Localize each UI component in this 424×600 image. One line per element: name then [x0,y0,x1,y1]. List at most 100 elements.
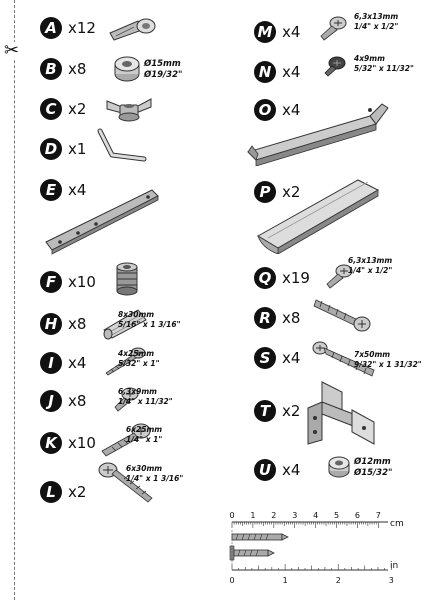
part-quantity: x4 [282,101,301,119]
part-quantity: x1 [68,140,87,158]
part-m: M x4 6,3x13mm 1/4" x 1/2" [254,12,414,48]
wood-screw-icon [105,347,146,376]
dimension-metric: 6x25mm [126,425,163,434]
part-quantity: x4 [282,63,301,81]
in-tick-label: 1 [283,576,288,585]
part-quantity: x8 [282,309,301,327]
dimension-metric: 6,3x13mm [348,256,393,265]
unit-in: in [390,561,398,571]
dimension-imperial: 5/32" x 1" [118,359,160,368]
part-letter: D [40,138,62,160]
part-letter: Q [254,267,276,289]
part-letter: S [254,347,276,369]
wall-plug-screw-icon [313,299,371,332]
dimension-metric: 6,3x13mm [354,12,399,21]
part-l: L x2 6x30mm 1/4" x 1 3/16" [40,462,240,508]
connector-bolt-icon [101,423,151,457]
cm-tick-label: 0 [230,511,235,520]
part-letter: F [40,271,62,293]
small-screw-icon [324,56,346,77]
part-letter: L [40,481,62,503]
part-letter: T [254,400,276,422]
part-quantity: x19 [282,269,310,287]
part-d: D x1 [40,128,190,165]
part-letter: K [40,432,62,454]
part-b: B x8 Ø15mm Ø19/32" [40,55,210,85]
part-letter: B [40,58,62,80]
part-letter: U [254,459,276,481]
cm-tick-label: 7 [376,511,381,520]
handle-profile-icon [257,179,380,254]
long-connector-bolt-icon [98,462,153,503]
part-quantity: x4 [282,23,301,41]
part-j: J x8 6,3x9mm 1/4" x 11/32" [40,387,240,417]
part-letter: P [254,181,276,203]
part-quantity: x4 [282,461,301,479]
cut-line [14,0,15,600]
cm-tick-label: 2 [271,511,276,520]
pan-head-screw-icon [326,264,353,289]
dimension-metric: 4x9mm [354,54,385,63]
wing-nut-icon [106,98,152,122]
part-quantity: x4 [282,349,301,367]
dimension-imperial: 1/4" x 1/2" [348,266,393,275]
dimension-metric: Ø15mm [144,59,181,69]
dimension-imperial: Ø19/32" [144,70,183,80]
part-quantity: x4 [68,354,87,372]
dimension-imperial: 1/4" x 1 3/16" [126,474,184,483]
dimension-imperial: 1/4" x 1" [126,435,163,444]
in-tick-label: 2 [336,576,341,585]
short-screw-icon [114,387,139,412]
wooden-dowel-icon [103,309,147,340]
part-quantity: x2 [282,183,301,201]
part-letter: N [254,61,276,83]
cm-tick-label: 3 [292,511,297,520]
cam-lock-nut-icon [114,56,140,82]
part-i: I x4 4x25mm 5/32" x 1" [40,347,240,379]
dimension-imperial: 5/32" x 11/32" [354,64,414,73]
in-tick-label: 3 [389,576,394,585]
dimension-metric: 6,3x9mm [118,387,157,396]
dimension-imperial: Ø15/32" [354,468,393,478]
part-quantity: x12 [68,19,96,37]
part-quantity: x2 [282,402,301,420]
metal-bracket-icon [247,103,389,166]
long-screw-icon [312,341,375,377]
connecting-rod-icon [45,189,159,255]
scissors-icon: ✂ [4,40,20,61]
dimension-imperial: 1/4" x 1/2" [354,22,399,31]
part-letter: R [254,307,276,329]
dimension-imperial: 9/32" x 1 31/32" [354,360,422,369]
dimension-metric: Ø12mm [354,457,391,467]
part-letter: I [40,352,62,374]
pan-head-screw-icon [320,16,347,41]
part-a: A x12 [40,14,190,44]
angle-bracket-icon [307,381,375,445]
part-f: F x10 [40,262,190,298]
part-letter: C [40,98,62,120]
part-h: H x8 8x30mm 5/16" x 1 3/16" [40,309,240,340]
in-tick-label: 0 [230,576,235,585]
part-q: Q x19 6,3x13mm 1/4" x 1/2" [254,256,414,294]
part-n: N x4 4x9mm 5/32" x 11/32" [254,54,414,88]
part-quantity: x2 [68,483,87,501]
part-k: K x10 6x25mm 1/4" x 1" [40,423,240,459]
ruler-screw-long-icon [231,533,289,541]
part-letter: E [40,179,62,201]
dimension-imperial: 5/16" x 1 3/16" [118,320,181,329]
allen-key-icon [97,128,147,162]
part-letter: O [254,99,276,121]
cm-tick-label: 5 [334,511,339,520]
part-e: E x4 [40,176,190,206]
part-quantity: x10 [68,434,96,452]
part-letter: J [40,390,62,412]
part-quantity: x8 [68,392,87,410]
unit-cm: cm [390,519,404,529]
ruler-screw-short-icon [229,545,275,561]
part-letter: A [40,17,62,39]
cm-tick-label: 6 [355,511,360,520]
part-letter: M [254,21,276,43]
insert-nut-icon [116,262,138,296]
part-letter: H [40,313,62,335]
